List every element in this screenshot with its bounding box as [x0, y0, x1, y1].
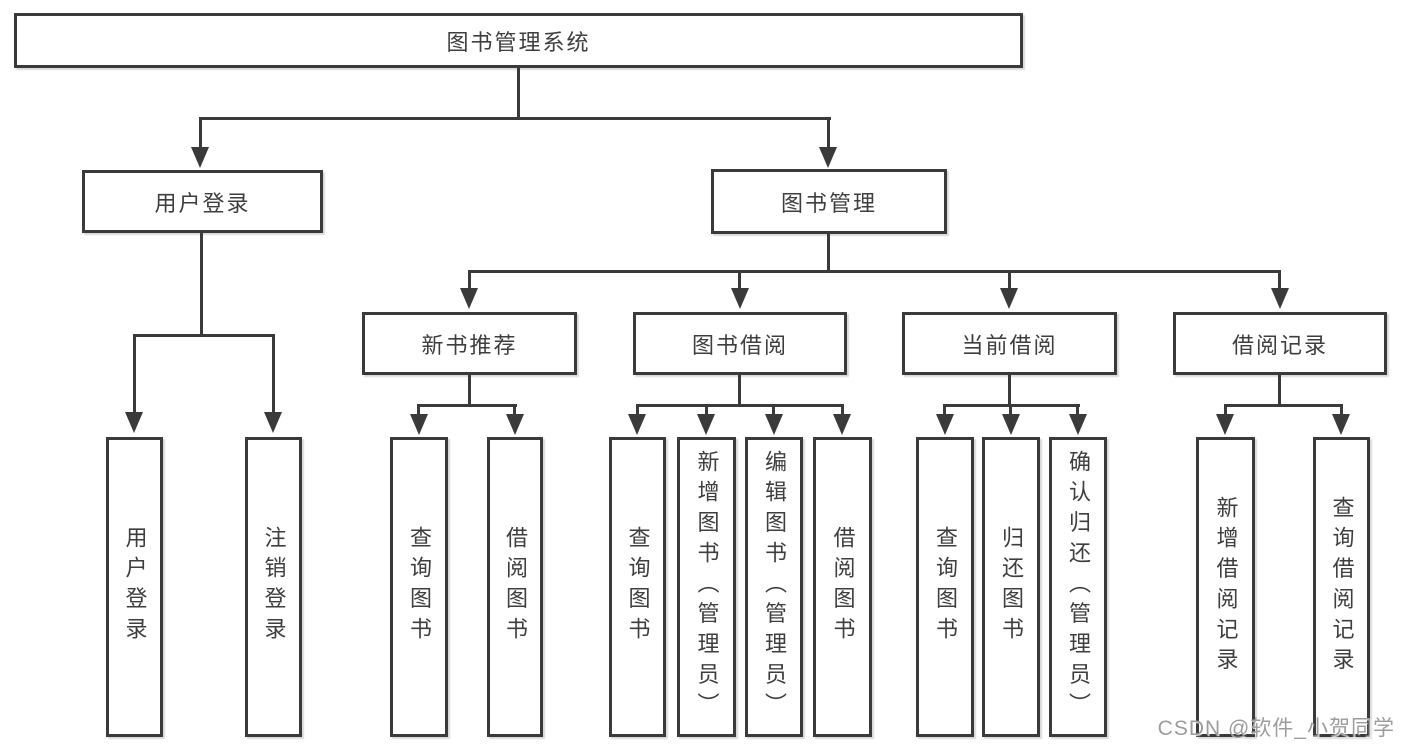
node-current-borrowing: 当前借阅 — [902, 312, 1117, 375]
node-label: 当前借阅 — [961, 332, 1058, 358]
connector-recommend-bus — [417, 404, 517, 407]
arrowhead-down — [697, 414, 715, 435]
arrowhead-down — [1069, 414, 1087, 435]
leaf-edit-books-admin: 编辑图书（管理员） — [745, 437, 803, 737]
connector-recommend-stub — [468, 373, 471, 407]
node-label: 图书管理系统 — [446, 29, 591, 55]
arrowhead-down — [1216, 414, 1234, 435]
connector-stem — [841, 404, 844, 416]
connector-borrow-bus — [636, 404, 844, 407]
arrowhead-down — [1332, 414, 1350, 435]
node-book-borrowing: 图书借阅 — [633, 312, 847, 375]
node-book-management: 图书管理 — [711, 169, 947, 234]
node-label: 新书推荐 — [421, 332, 518, 358]
connector-root-stub — [517, 68, 520, 118]
arrowhead-down — [410, 414, 428, 435]
connector-stem — [133, 334, 136, 414]
arrowhead-down — [819, 147, 837, 168]
leaf-query-books-recommend: 查询图书 — [390, 437, 448, 737]
leaf-user-login: 用户登录 — [106, 437, 163, 737]
connector-stem — [1008, 270, 1011, 289]
leaf-query-borrow-record: 查询借阅记录 — [1313, 437, 1370, 737]
arrowhead-down — [833, 414, 851, 435]
connector-stem — [943, 404, 946, 416]
leaf-label: 查询图书 — [407, 526, 432, 648]
leaf-label: 借阅图书 — [830, 526, 856, 648]
leaf-borrow-books-borrow: 借阅图书 — [813, 437, 872, 737]
arrowhead-down — [731, 288, 749, 309]
leaf-query-books-borrow: 查询图书 — [609, 437, 666, 737]
leaf-label: 注销登录 — [261, 526, 287, 648]
connector-level3-bus — [468, 270, 1281, 273]
connector-stem — [1076, 404, 1079, 416]
arrowhead-down — [506, 414, 524, 435]
watermark: CSDN @软件_小贺同学 — [1157, 717, 1395, 740]
arrowhead-down — [1000, 288, 1018, 309]
connector-stem — [636, 404, 639, 416]
connector-book-mgmt-stub — [827, 234, 830, 272]
arrowhead-down — [936, 414, 954, 435]
leaf-label: 用户登录 — [122, 526, 148, 648]
leaf-return-books: 归还图书 — [982, 437, 1040, 737]
connector-stem — [827, 117, 830, 150]
node-label: 图书借阅 — [691, 332, 788, 358]
arrowhead-down — [264, 412, 282, 433]
leaf-label: 查询图书 — [625, 526, 651, 648]
node-label: 用户登录 — [154, 190, 251, 216]
leaf-query-books-current: 查询图书 — [916, 437, 974, 737]
leaf-label: 归还图书 — [999, 526, 1024, 648]
node-label: 图书管理 — [780, 190, 877, 216]
connector-stem — [1224, 404, 1227, 416]
leaf-label: 新增图书（管理员） — [694, 450, 720, 724]
connector-stem — [1009, 404, 1012, 416]
leaf-add-books-admin: 新增图书（管理员） — [677, 437, 736, 737]
arrowhead-down — [1271, 288, 1289, 309]
leaf-add-borrow-record: 新增借阅记录 — [1196, 437, 1255, 737]
arrowhead-down — [765, 414, 783, 435]
connector-current-stub — [1008, 373, 1011, 407]
connector-stem — [513, 404, 516, 416]
arrowhead-down — [125, 412, 143, 433]
connector-user-login-bus — [133, 334, 275, 337]
node-borrowing-records: 借阅记录 — [1173, 312, 1387, 375]
leaf-borrow-books-recommend: 借阅图书 — [487, 437, 543, 737]
connector-stem — [772, 404, 775, 416]
connector-records-stub — [1278, 373, 1281, 407]
leaf-confirm-return-admin: 确认归还（管理员） — [1049, 437, 1107, 737]
connector-user-login-stub — [200, 233, 203, 336]
node-new-book-recommendation: 新书推荐 — [362, 312, 577, 375]
connector-level2-bus — [199, 117, 831, 120]
connector-stem — [1278, 270, 1281, 289]
connector-stem — [272, 334, 275, 414]
leaf-label: 查询图书 — [933, 526, 958, 648]
arrowhead-down — [628, 414, 646, 435]
leaf-logout: 注销登录 — [245, 437, 302, 737]
leaf-label: 借阅图书 — [503, 526, 528, 648]
node-user-login: 用户登录 — [82, 170, 323, 233]
connector-borrow-stub — [738, 373, 741, 407]
node-root: 图书管理系统 — [14, 13, 1023, 68]
connector-stem — [417, 404, 420, 416]
leaf-label: 新增借阅记录 — [1213, 495, 1239, 679]
arrowhead-down — [1002, 414, 1020, 435]
connector-stem — [199, 117, 202, 150]
connector-stem — [705, 404, 708, 416]
leaf-label: 确认归还（管理员） — [1066, 450, 1091, 724]
leaf-label: 查询借阅记录 — [1329, 495, 1355, 679]
leaf-label: 编辑图书（管理员） — [762, 450, 787, 724]
arrowhead-down — [460, 288, 478, 309]
connector-stem — [468, 270, 471, 289]
connector-stem — [1340, 404, 1343, 416]
arrowhead-down — [191, 147, 209, 168]
connector-records-bus — [1224, 404, 1342, 407]
connector-stem — [738, 270, 741, 289]
node-label: 借阅记录 — [1231, 332, 1328, 358]
